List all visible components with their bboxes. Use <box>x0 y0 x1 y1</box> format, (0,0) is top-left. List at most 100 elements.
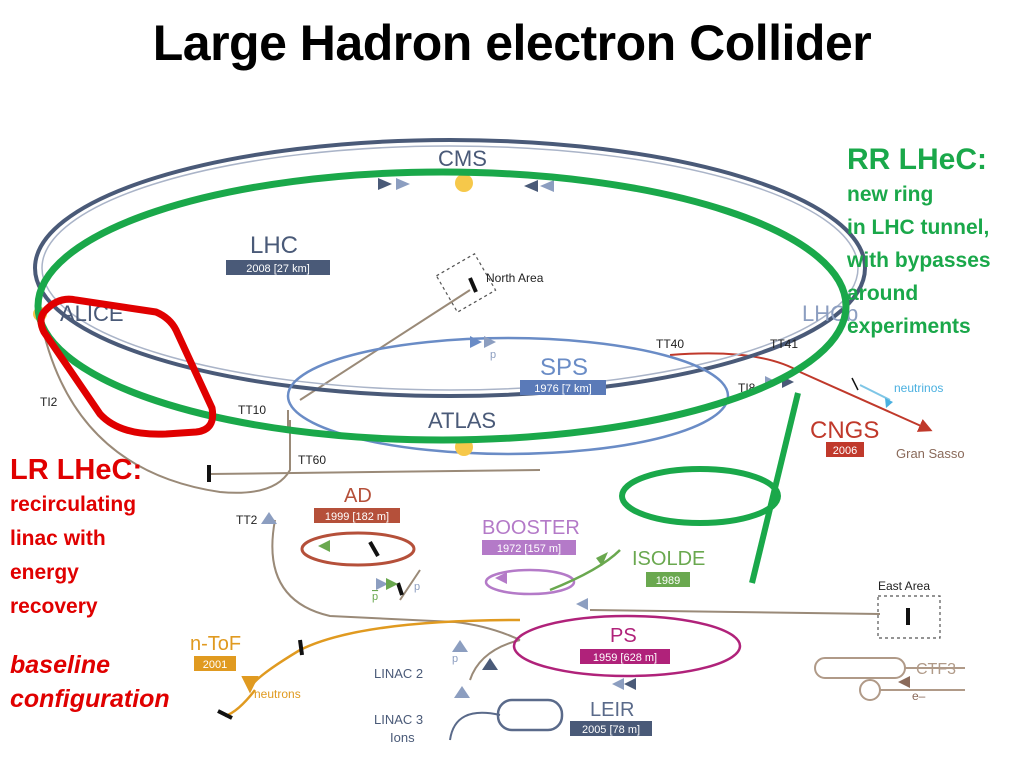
cngs-line <box>799 371 933 432</box>
lhc-ring <box>33 138 867 398</box>
lr-lhec-line: recirculating <box>10 493 137 516</box>
lhc-year-label: 2008 [27 km] <box>246 263 310 275</box>
rr-lhec-description: RR LHeC: new ring in LHC tunnel, with by… <box>847 142 1022 343</box>
lhc-ring-inner <box>41 145 859 391</box>
ps-ring <box>512 614 742 678</box>
cngs-label: CNGS <box>810 417 879 444</box>
arrow-icon <box>452 640 468 652</box>
tt40-label: TT40 <box>656 337 684 351</box>
tt41-label: TT41 <box>770 337 798 351</box>
isolde-year-label: 1989 <box>656 575 680 587</box>
north-area-line <box>299 289 471 401</box>
ad-feed-line <box>399 569 421 601</box>
arrow-icon <box>524 180 538 192</box>
proton-label-sps: p <box>490 349 496 361</box>
leir-label: LEIR <box>590 699 634 721</box>
booster-year-label: 1972 [157 m] <box>497 543 561 555</box>
lr-lhec-line: linac with <box>10 527 106 550</box>
proton-label-linac: p <box>452 653 458 665</box>
ps-label: PS <box>610 625 637 647</box>
north-area-box <box>435 252 497 314</box>
ntof-label: n-ToF <box>190 633 241 655</box>
ntof-line <box>241 618 521 694</box>
lr-lhec-racetrack <box>37 295 217 438</box>
rr-lhec-heading: RR LHeC: <box>847 143 987 176</box>
linac2-label: LINAC 2 <box>374 666 423 681</box>
arrow-icon <box>596 552 608 566</box>
atlas-label: ATLAS <box>428 408 496 433</box>
arrow-icon <box>376 578 388 590</box>
arrow-icon <box>484 336 496 348</box>
cms-label: CMS <box>438 146 487 171</box>
ntof-year-label: 2001 <box>203 659 227 671</box>
tt10-label: TT10 <box>238 403 266 417</box>
gran-sasso-label: Gran Sasso <box>896 446 965 461</box>
arrow-icon <box>318 540 330 552</box>
arrow-icon <box>454 686 470 698</box>
tt60-label: TT60 <box>298 453 326 467</box>
lhc-label: LHC <box>250 232 298 259</box>
isolde-year-badge <box>646 572 690 587</box>
proton-label-ad: p <box>414 581 420 593</box>
tt60-line <box>209 469 541 475</box>
neutrons-label: neutrons <box>254 687 301 701</box>
east-area-box <box>877 595 941 639</box>
arrow-icon <box>495 572 507 584</box>
neutrinos-label: neutrinos <box>894 381 943 395</box>
tt2-label: TT2 <box>236 513 258 527</box>
rr-injector-line <box>749 392 801 584</box>
cms-point <box>455 174 473 192</box>
arrow-icon <box>470 336 482 348</box>
cngs-year-badge <box>826 442 864 457</box>
ad-year-badge <box>314 508 400 523</box>
arrow-icon <box>386 578 398 590</box>
rr-lhec-overlay <box>34 168 850 584</box>
arrow-icon <box>624 678 636 690</box>
ctf3-structure <box>814 657 965 701</box>
lr-lhec-line: recovery <box>10 595 98 618</box>
sps-ring <box>286 336 730 456</box>
east-area-line <box>589 609 881 615</box>
tt2-line <box>271 519 521 641</box>
rr-lhec-line: experiments <box>847 315 971 338</box>
ad-ring <box>300 531 416 567</box>
ps-year-label: 1959 [628 m] <box>593 652 657 664</box>
baseline-label: baseline <box>10 651 111 679</box>
sps-label: SPS <box>540 354 588 381</box>
arrow-icon <box>540 180 554 192</box>
arrow-icon <box>378 178 392 190</box>
ti2-label: TI2 <box>40 395 58 409</box>
ad-year-label: 1999 [182 m] <box>325 511 389 523</box>
rr-lhec-line: in LHC tunnel, <box>847 216 990 239</box>
booster-ring <box>484 568 576 596</box>
lr-lhec-line: energy <box>10 561 79 584</box>
linac3-label: LINAC 3 <box>374 712 423 727</box>
spacer <box>10 624 200 648</box>
electron-label: e– <box>912 689 926 703</box>
neutrino-arrow-icon <box>885 398 893 408</box>
rr-lhec-line: new ring <box>847 183 934 206</box>
arrow-icon <box>898 676 910 688</box>
sps-year-badge <box>520 380 606 395</box>
ti2-line <box>39 315 291 494</box>
antiproton-label: p <box>372 591 378 603</box>
leir-year-badge <box>570 721 652 736</box>
booster-label: BOOSTER <box>482 517 580 539</box>
north-area-label: North Area <box>486 271 544 285</box>
lr-lhec-heading: LR LHeC: <box>10 454 143 486</box>
rr-lhec-line: with bypasses <box>847 249 991 272</box>
lhc-year-badge <box>226 260 330 275</box>
booster-year-badge <box>482 540 576 555</box>
arrow-icon <box>396 178 410 190</box>
neutrino-line <box>859 384 891 401</box>
ctf3-label: CTF3 <box>916 661 956 678</box>
page-title: Large Hadron electron Collider <box>152 15 872 71</box>
arrow-icon <box>482 658 498 670</box>
leir-ring <box>496 698 564 732</box>
isolde-line <box>549 549 621 592</box>
ions-label: Ions <box>390 730 415 745</box>
linac3-line <box>449 711 501 741</box>
arrow-icon <box>261 512 277 524</box>
linac2-line <box>469 639 521 681</box>
